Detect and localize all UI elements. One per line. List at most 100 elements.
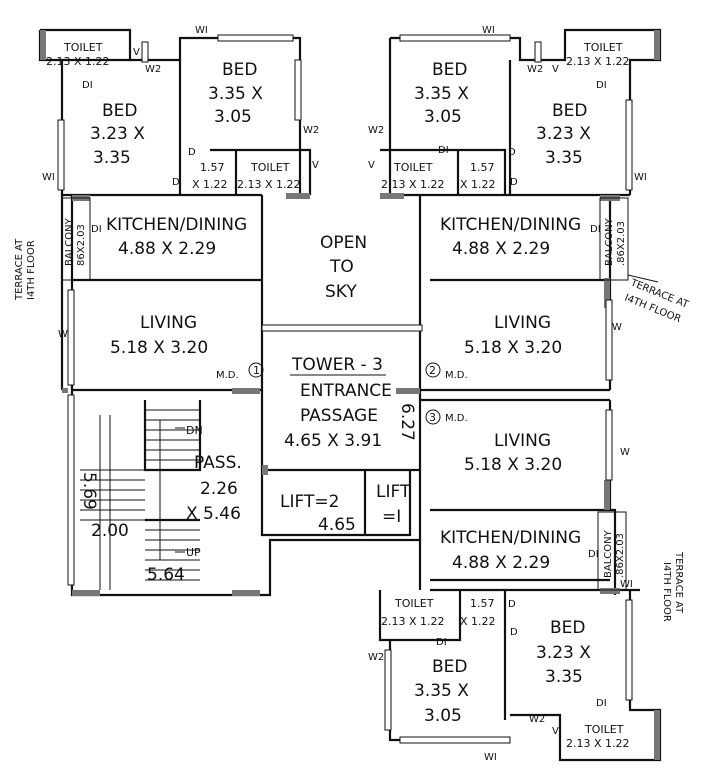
bed-label: BED: [432, 60, 468, 80]
markers: [248, 362, 441, 425]
store-size: 1.57: [470, 597, 495, 610]
stair-up: UP: [186, 546, 201, 559]
d-label: D: [508, 147, 516, 158]
bed-size: 3.23 X: [90, 124, 145, 144]
d-label: D: [510, 177, 518, 188]
d1-label: DI: [438, 145, 449, 156]
bed-label: BED: [102, 101, 138, 121]
lift-label: LIFT=2: [280, 492, 339, 512]
bed-size: 3.23 X: [536, 643, 591, 663]
w2-label: W2: [529, 714, 545, 725]
store-size: 1.57: [470, 161, 495, 174]
kitchen-label: KITCHEN/DINING: [440, 215, 581, 235]
terrace-label: TERRACE AT: [14, 238, 25, 301]
toilet-label: TOILET: [583, 41, 623, 54]
balcony-label: BALCONY: [603, 529, 614, 578]
stair-dim-vertical: 5.69: [79, 472, 99, 510]
w2-label: W2: [368, 125, 384, 136]
d1-label: DI: [596, 698, 607, 709]
tower-title: TOWER - 3: [291, 355, 383, 375]
w-label: W: [620, 447, 630, 458]
v-label: V: [133, 47, 140, 58]
w-label: W: [612, 322, 622, 333]
open-sky-label: OPEN: [320, 233, 367, 253]
d1-label: DI: [596, 80, 607, 91]
bed-size: 3.35 X: [414, 681, 469, 701]
bed-label: BED: [552, 101, 588, 121]
balcony-size: .86X2.03: [615, 533, 626, 578]
bed-size: 3.05: [424, 107, 462, 127]
d1-label: DI: [436, 637, 447, 648]
toilet-label: TOILET: [63, 41, 103, 54]
d1-label: DI: [82, 80, 93, 91]
d-label: D: [188, 147, 196, 158]
bed-size: 3.35 X: [414, 84, 469, 104]
bed-label: BED: [432, 657, 468, 677]
walls: [38, 28, 662, 762]
lift-width-dim: 4.65: [318, 515, 356, 535]
living-size: 5.18 X 3.20: [464, 455, 562, 475]
v-label: V: [552, 726, 559, 737]
pass-label: PASS.: [194, 453, 242, 473]
kitchen-size: 4.88 X 2.29: [452, 553, 550, 573]
v-label: V: [368, 160, 375, 171]
bed-size: 3.35: [93, 148, 131, 168]
w2-label: W2: [145, 64, 161, 75]
kitchen-label: KITCHEN/DINING: [440, 528, 581, 548]
w1-label: WI: [634, 172, 647, 183]
balcony-size: .86X2.03: [616, 221, 627, 266]
v-label: V: [312, 160, 319, 171]
living-label: LIVING: [140, 313, 197, 333]
bed-size: 3.05: [214, 107, 252, 127]
md-label: M.D.: [445, 413, 468, 424]
md-label: M.D.: [216, 370, 239, 381]
store-size: X 1.22: [460, 178, 496, 191]
md-label: M.D.: [445, 370, 468, 381]
toilet-label: TOILET: [394, 597, 434, 610]
w1-label: WI: [42, 172, 55, 183]
store-size: X 1.22: [192, 178, 228, 191]
toilet-label: TOILET: [250, 161, 290, 174]
pass-size: 2.26: [200, 479, 238, 499]
marker-number: 3: [429, 411, 436, 424]
lift-label: =I: [382, 507, 401, 527]
balcony-size: 86X2.03: [76, 224, 87, 266]
w1-label: WI: [195, 25, 208, 36]
bed-size: 3.35 X: [208, 84, 263, 104]
marker-number: 2: [429, 364, 436, 377]
d1-label: DI: [588, 549, 599, 560]
stair-dim-length: 5.64: [147, 565, 185, 585]
toilet-size: 2.13 X 1.22: [381, 615, 445, 628]
toilet-size: 2.13 X 1.22: [566, 55, 630, 68]
w1-label: WI: [484, 752, 497, 763]
w-label: W: [58, 329, 68, 340]
living-label: LIVING: [494, 313, 551, 333]
kitchen-size: 4.88 X 2.29: [118, 239, 216, 259]
d-label: D: [510, 627, 518, 638]
kitchen-size: 4.88 X 2.29: [452, 239, 550, 259]
windows: [57, 34, 633, 744]
w1-label: WI: [482, 25, 495, 36]
w2-label: W2: [368, 652, 384, 663]
bed-size: 3.35: [545, 148, 583, 168]
toilet-size: 2.13 X 1.22: [46, 55, 110, 68]
stair-dim-width: 2.00: [91, 521, 129, 541]
open-sky-label: SKY: [325, 282, 357, 302]
toilet-label: TOILET: [584, 723, 624, 736]
tower-size: 4.65 X 3.91: [284, 431, 382, 451]
d1-label: DI: [91, 224, 102, 235]
toilet-size: 2.13 X 1.22: [381, 178, 445, 191]
v-label: V: [552, 64, 559, 75]
bed-size: 3.35: [545, 667, 583, 687]
terrace-label: I4TH FLOOR: [661, 562, 672, 622]
balcony-label: BALCONY: [604, 217, 615, 266]
toilet-label: TOILET: [393, 161, 433, 174]
passage-label: PASSAGE: [300, 406, 378, 426]
marker-number: 1: [253, 364, 260, 377]
w2-label: W2: [303, 125, 319, 136]
toilet-size: 2.13 X 1.22: [237, 178, 301, 191]
tower-side-dim: 6.27: [397, 403, 417, 441]
toilet-size: 2.13 X 1.22: [566, 737, 630, 750]
d1-label: DI: [590, 224, 601, 235]
